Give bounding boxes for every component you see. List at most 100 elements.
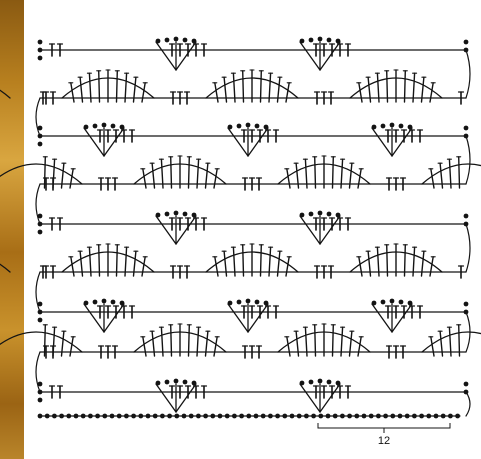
chain-stitch-dot [111,124,116,129]
foundation-chain-dot [268,414,273,419]
chain-stitch-dot [327,380,332,385]
foundation-chain-dot [124,414,129,419]
foundation-chain-dot [138,414,143,419]
shell-double-crochet [243,245,244,276]
chain-stitch-dot [464,126,469,131]
shell-double-crochet [117,245,118,276]
shell-double-crochet [333,325,334,356]
foundation-chain-dot [59,414,64,419]
chain-stitch-dot [228,125,233,130]
foundation-chain-dot [232,414,237,419]
chain-stitch-dot [372,301,377,306]
shell-double-crochet [287,337,290,356]
foundation-chain-dot [362,414,367,419]
foundation-chain-dot [311,414,316,419]
shell-double-crochet [214,169,217,188]
shell-double-crochet [215,257,218,276]
chain-stitch-dot [84,301,89,306]
shell-double-crochet [405,71,406,102]
shell-arch [0,252,10,272]
shell-double-crochet [387,245,388,276]
shell-arch [422,164,481,184]
foundation-chain-dot [282,414,287,419]
chain-stitch-dot [237,300,242,305]
shell-double-crochet [430,257,433,276]
chain-stitch-dot [38,56,43,61]
foundation-chain-dot [74,414,79,419]
foundation-chain-dot [347,414,352,419]
foundation-chain-dot [174,414,179,419]
foundation-chain-dot [102,414,107,419]
shell-arch [422,332,481,352]
shell-double-crochet [261,245,262,276]
chain-stitch-dot [327,38,332,43]
shell-double-crochet [405,245,406,276]
foundation-chain-dot [426,414,431,419]
chain-stitch-dot [38,318,43,323]
shell-double-crochet [117,71,118,102]
chain-stitch-dot [165,212,170,217]
chain-stitch-dot [318,211,323,216]
chain-stitch-dot [336,213,341,218]
shell-double-crochet [315,157,316,188]
shell-double-crochet [143,169,146,188]
foundation-chain-dot [318,414,323,419]
shell-double-crochet [431,169,434,188]
foundation-chain-dot [246,414,251,419]
foundation-chain-dot [88,414,93,419]
shell-double-crochet [359,257,362,276]
foundation-chain-dot [261,414,266,419]
chain-stitch-dot [309,212,314,217]
foundation-chain-dot [189,414,194,419]
shell-double-crochet [70,169,73,188]
foundation-chain-dot [254,414,259,419]
foundation-chain-dot [38,414,43,419]
shell-double-crochet [45,325,46,356]
foundation-chain-dot [153,414,158,419]
foundation-chain-dot [225,414,230,419]
shell-double-crochet [143,337,146,356]
shell-double-crochet [431,337,434,356]
foundation-chain-dot [131,414,136,419]
chain-stitch-dot [464,302,469,307]
chain-stitch-dot [390,123,395,128]
foundation-chain-dot [52,414,57,419]
turning-chain-edge [466,136,470,184]
chain-stitch-dot [264,301,269,306]
chain-stitch-dot [336,381,341,386]
shell-double-crochet [171,325,172,356]
chain-stitch-dot [192,39,197,44]
shell-double-crochet [99,245,100,276]
chain-stitch-dot [84,125,89,130]
chain-stitch-dot [381,124,386,129]
chain-stitch-dot [399,124,404,129]
foundation-chain-dot [203,414,208,419]
shell-double-crochet [99,71,100,102]
foundation-chain-dot [354,414,359,419]
chain-stitch-dot [408,301,413,306]
chain-stitch-dot [192,213,197,218]
foundation-chain-dot [160,414,165,419]
shell-double-crochet [358,337,361,356]
chain-stitch-dot [38,142,43,147]
foundation-chain-dot [412,414,417,419]
chain-stitch-dot [408,125,413,130]
chain-stitch-dot [264,125,269,130]
shell-double-crochet [359,83,362,102]
turning-chain-edge [466,50,470,98]
foundation-chain-dot [369,414,374,419]
foundation-chain-dot [419,414,424,419]
shell-double-crochet [189,157,190,188]
foundation-chain-dot [376,414,381,419]
chain-stitch-dot [255,300,260,305]
chain-stitch-dot [300,381,305,386]
shell-double-crochet [387,71,388,102]
chain-stitch-dot [174,211,179,216]
shell-double-crochet [243,71,244,102]
foundation-chain-dot [66,414,71,419]
foundation-chain-dot [448,414,453,419]
foundation-chain-dot [340,414,345,419]
shell-double-crochet [71,257,74,276]
chain-stitch-dot [174,37,179,42]
